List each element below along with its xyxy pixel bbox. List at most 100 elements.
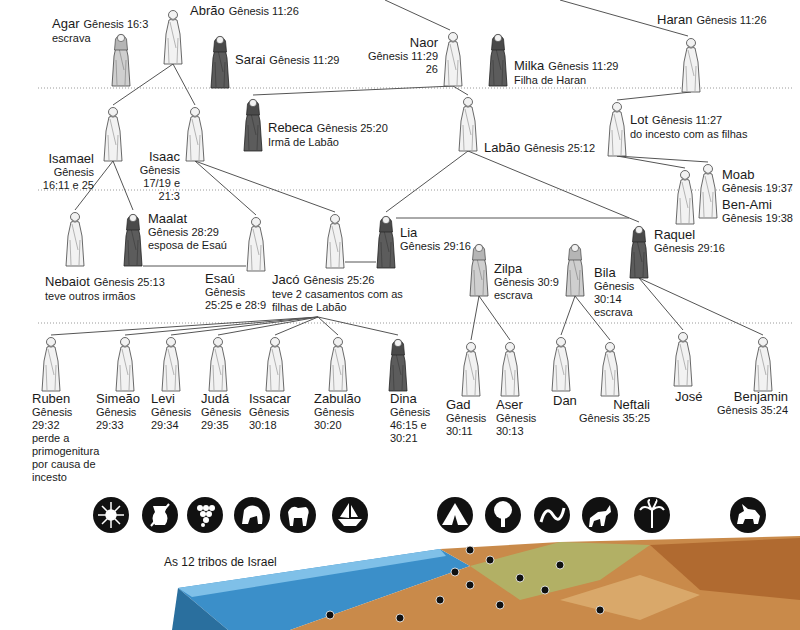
person-node: DinaGênesis 46:15 e 30:21 <box>385 335 438 445</box>
family-line <box>143 266 246 267</box>
bible-reference: Gênesis 35:24 <box>700 404 788 417</box>
relief-map <box>172 536 800 630</box>
person-node: LiaGênesis 29:16 <box>373 212 471 270</box>
person-node: RebecaGênesis 25:20Irmã de Labão <box>240 95 388 153</box>
person-label: GadGênesis 30:11 <box>446 398 494 438</box>
person-label: NeftaliGênesis 35:25 <box>566 398 650 425</box>
person-name: Sarai <box>235 52 265 67</box>
person-label: BenjaminGênesis 35:24 <box>700 390 788 417</box>
family-line <box>453 86 468 95</box>
person-name: Issacar <box>249 392 303 406</box>
family-line <box>639 278 763 335</box>
person-name: Jacó <box>272 272 299 287</box>
person-figure <box>120 210 146 268</box>
note-text: Filha de Haran <box>514 74 618 87</box>
person-figure <box>112 335 138 393</box>
person-figure <box>458 340 484 398</box>
family-line <box>617 156 685 168</box>
person-figure <box>485 30 511 88</box>
person-figure <box>100 105 126 163</box>
person-name: Isaac <box>134 150 180 164</box>
person-name: Labão <box>484 140 520 155</box>
person-name: Lot <box>630 112 648 127</box>
bible-reference: Gênesis 19:38 <box>722 212 793 225</box>
person-node: IsamaelGênesis 16:11 e 25 <box>28 105 126 192</box>
note-text: esposa de Esaú <box>148 239 227 252</box>
family-line <box>51 317 318 335</box>
person-figure <box>750 335 776 393</box>
bible-reference: Gênesis 29:16 <box>654 242 725 255</box>
person-name: Ben-Ami <box>722 198 793 212</box>
person-node: BenjaminGênesis 35:24 <box>700 335 788 417</box>
person-label: AbrãoGênesis 11:26 <box>190 1 299 19</box>
person-name: Levi <box>151 392 199 406</box>
person-node: Dan <box>548 335 577 408</box>
person-figure <box>385 335 411 393</box>
person-label: NaorGênesis 11:29 26 <box>360 36 438 76</box>
bible-reference: Gênesis 30:14 <box>594 280 642 306</box>
person-name: Rebeca <box>268 120 313 135</box>
note-text: teve 2 casamentos com as filhas de Labão <box>272 288 422 314</box>
bible-reference: Gênesis 25:12 <box>524 142 595 154</box>
bible-reference: Gênesis 19:37 <box>722 182 793 195</box>
person-name: Gad <box>446 398 494 412</box>
person-name: Judá <box>201 392 247 406</box>
bible-reference: Gênesis 29:34 <box>151 406 199 432</box>
person-label: AserGênesis 30:13 <box>496 398 544 438</box>
person-label: NebaiotGênesis 25:13teve outros irmãos <box>45 272 165 303</box>
family-line <box>171 317 318 335</box>
note-text: perde a primogenitura por causa de inces… <box>32 432 100 484</box>
person-figure <box>373 212 399 270</box>
person-figure <box>322 212 348 270</box>
bible-reference: Gênesis 16:3 <box>83 18 148 30</box>
person-figure <box>466 240 492 298</box>
person-name: Isamael <box>28 152 94 166</box>
generation-separator <box>38 88 792 323</box>
bible-reference: Gênesis 25:13 <box>94 276 165 288</box>
person-figure <box>497 340 523 398</box>
person-node: Labão Gênesis 25:12 <box>455 95 596 156</box>
person-name: Benjamin <box>700 390 788 404</box>
bible-reference: Gênesis 25:20 <box>317 122 388 134</box>
bible-reference: Gênesis 25:25 e 28:9 <box>205 286 267 312</box>
person-node: EsaúGênesis 25:25 e 28:9 <box>205 215 269 312</box>
person-label: EsaúGênesis 25:25 e 28:9 <box>205 272 267 312</box>
person-figure <box>626 222 652 280</box>
person-node: IssacarGênesis 30:18 <box>249 335 303 432</box>
family-line <box>125 317 318 335</box>
person-node: NebaiotGênesis 25:13teve outros irmãos <box>45 210 165 303</box>
family-line <box>479 296 510 340</box>
family-line <box>113 161 133 210</box>
person-label: HaranGênesis 11:26 <box>657 10 767 28</box>
person-figure <box>325 335 351 393</box>
person-figure <box>62 210 88 268</box>
person-name: Moab <box>722 168 793 182</box>
person-figure <box>672 168 698 226</box>
person-label: JudáGênesis 29:35 <box>201 392 247 432</box>
person-name: Aser <box>496 398 544 412</box>
family-line <box>468 151 639 222</box>
bible-reference: Gênesis 30:11 <box>446 412 494 438</box>
person-label: Dan <box>553 394 577 408</box>
person-label: IsamaelGênesis 16:11 e 25 <box>28 152 94 192</box>
person-figure <box>604 100 630 158</box>
person-figure <box>262 335 288 393</box>
note-text: escrava <box>494 289 559 302</box>
person-label: MaalatGênesis 28:29esposa de Esaú <box>148 212 227 252</box>
person-node: NeftaliGênesis 35:25 <box>566 340 650 425</box>
person-figure <box>678 36 704 94</box>
person-name: Abrão <box>190 3 225 18</box>
person-name: Zilpa <box>494 262 559 276</box>
person-node: JacóGênesis 25:26teve 2 casamentos com a… <box>272 212 422 314</box>
family-line <box>345 262 376 263</box>
family-line <box>471 296 479 340</box>
person-label: Ben-AmiGênesis 19:38 <box>722 198 793 225</box>
person-label: AgarGênesis 16:3escrava <box>52 14 148 45</box>
family-line <box>386 151 468 212</box>
family-line <box>639 278 683 330</box>
tribe-icon <box>93 497 766 533</box>
person-label: José <box>675 390 702 404</box>
person-node: RaquelGênesis 29:16 <box>626 222 725 280</box>
